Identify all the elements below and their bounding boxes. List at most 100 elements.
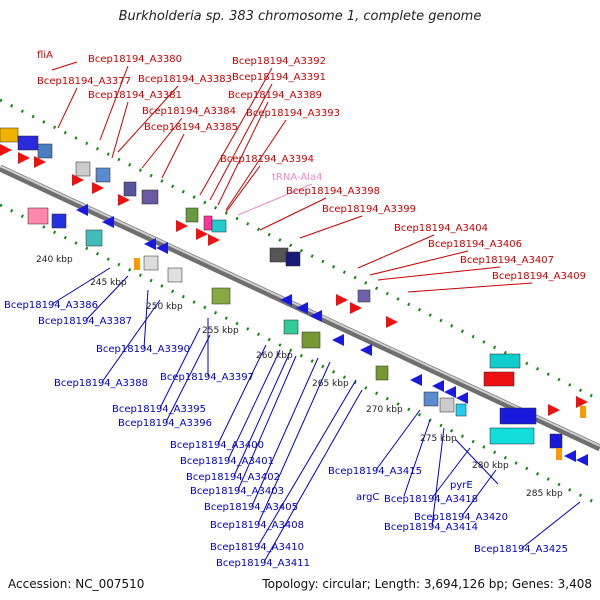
accession-text: Accession: NC_007510 — [8, 577, 145, 591]
gene-block — [0, 127, 19, 143]
forward-gene-arrow — [176, 220, 188, 232]
scale-label: 240 kbp — [36, 255, 73, 265]
reverse-gene-label: Bcep18194_A3420 — [414, 512, 508, 523]
reverse-leader-line — [233, 351, 291, 477]
reverse-leader-line — [403, 419, 431, 497]
gene-block — [375, 365, 389, 381]
gene-block — [167, 267, 183, 283]
reverse-gene-label: Bcep18194_A3390 — [96, 344, 190, 355]
map-title: Burkholderia sp. 383 chromosome 1, compl… — [118, 9, 482, 24]
forward-gene-arrow — [386, 316, 398, 328]
reverse-gene-arrow — [410, 374, 422, 386]
gene-block — [143, 255, 159, 271]
gene-block — [423, 391, 439, 407]
reverse-gene-label: Bcep18194_A3400 — [170, 440, 264, 451]
forward-leader-line — [111, 101, 129, 159]
reverse-leader-line — [375, 409, 421, 471]
forward-leader-line — [225, 119, 287, 211]
forward-gene-label: Bcep18194_A3384 — [142, 106, 236, 117]
forward-gene-label: Bcep18194_A3399 — [322, 204, 416, 215]
gene-block — [141, 189, 159, 205]
forward-gene-arrow — [548, 404, 560, 416]
reverse-gene-label: Bcep18194_A3396 — [118, 418, 212, 429]
forward-gene-label: Bcep18194_A3404 — [394, 223, 488, 234]
forward-leader-line — [51, 61, 78, 71]
forward-leader-line — [141, 117, 183, 169]
scale-label: 250 kbp — [146, 302, 183, 312]
gene-block — [483, 371, 515, 387]
gene-block — [301, 331, 321, 349]
scale-label: 270 kbp — [366, 405, 403, 415]
forward-gene-label: fliA — [37, 50, 53, 61]
forward-gene-arrow — [118, 194, 130, 206]
forward-gene-arrow — [34, 156, 46, 168]
reverse-gene-arrow — [280, 294, 292, 306]
reverse-leader-line — [521, 501, 581, 549]
forward-gene-label: Bcep18194_A3407 — [460, 255, 554, 266]
reverse-gene-label: Bcep18194_A3408 — [210, 520, 304, 531]
gene-block — [549, 433, 563, 449]
scale-label: 255 kbp — [202, 326, 239, 336]
reverse-gene-label: Bcep18194_A3402 — [186, 472, 280, 483]
gene-blocks — [0, 127, 588, 466]
forward-gene-label: Bcep18194_A3393 — [246, 108, 340, 119]
forward-gene-label: Bcep18194_A3377 — [37, 76, 131, 87]
forward-gene-label: Bcep18194_A3398 — [286, 186, 380, 197]
reverse-gene-arrow — [144, 238, 156, 250]
reverse-gene-arrow — [444, 386, 456, 398]
reverse-gene-arrow — [296, 302, 308, 314]
forward-gene-label: Bcep18194_A3394 — [220, 154, 314, 165]
reverse-gene-label: Bcep18194_A3425 — [474, 544, 568, 555]
gene-block — [489, 427, 535, 445]
reverse-leader-line — [237, 355, 297, 491]
reverse-leader-line — [251, 357, 319, 507]
scale-label: 275 kbp — [420, 434, 457, 444]
reverse-gene-label: argC — [356, 492, 379, 503]
forward-leader-line — [209, 83, 273, 201]
forward-leader-line — [377, 266, 501, 281]
reverse-gene-label: Bcep18194_A3386 — [4, 300, 98, 311]
reverse-gene-label: Bcep18194_A3401 — [180, 456, 274, 467]
forward-gene-arrow — [18, 152, 30, 164]
leader-lines — [51, 61, 581, 563]
reverse-gene-label: Bcep18194_A3405 — [204, 502, 298, 513]
forward-gene-arrow — [576, 396, 588, 408]
forward-gene-arrow — [196, 228, 208, 240]
forward-leader-line — [369, 250, 469, 276]
reverse-gene-label: Bcep18194_A3403 — [190, 486, 284, 497]
forward-leader-line — [117, 85, 179, 153]
gene-block — [211, 219, 227, 233]
reverse-gene-label: Bcep18194_A3410 — [210, 542, 304, 553]
forward-gene-arrow — [72, 174, 84, 186]
forward-leader-line — [357, 234, 435, 269]
reverse-gene-label: pyrE — [450, 480, 473, 491]
gene-block — [17, 135, 39, 151]
reverse-gene-label: Bcep18194_A3415 — [328, 466, 422, 477]
gene-block — [95, 167, 111, 183]
gene-block — [37, 143, 53, 159]
gene-block — [123, 181, 137, 197]
forward-gene-label: tRNA-Ala4 — [272, 172, 322, 183]
reverse-gene-arrow — [564, 450, 576, 462]
gene-block — [85, 229, 103, 247]
forward-gene-arrow — [336, 294, 348, 306]
gene-block — [27, 207, 49, 225]
forward-leader-line — [237, 183, 313, 216]
forward-gene-arrow — [350, 302, 362, 314]
reverse-leader-line — [159, 327, 201, 409]
reverse-gene-arrow — [102, 216, 114, 228]
genome-summary: Topology: circular; Length: 3,694,126 bp… — [262, 577, 592, 591]
gene-marker — [134, 258, 140, 270]
gene-block — [499, 407, 537, 425]
reverse-gene-label: Bcep18194_A3387 — [38, 316, 132, 327]
scale-label: 285 kbp — [526, 489, 563, 499]
forward-leader-line — [259, 197, 327, 231]
forward-gene-arrow — [208, 234, 220, 246]
forward-leader-line — [199, 67, 273, 196]
gene-block — [269, 247, 289, 263]
reverse-leader-line — [85, 275, 129, 321]
reverse-leader-line — [431, 427, 445, 527]
gene-block — [455, 403, 467, 417]
forward-gene-label: Bcep18194_A3409 — [492, 271, 586, 282]
